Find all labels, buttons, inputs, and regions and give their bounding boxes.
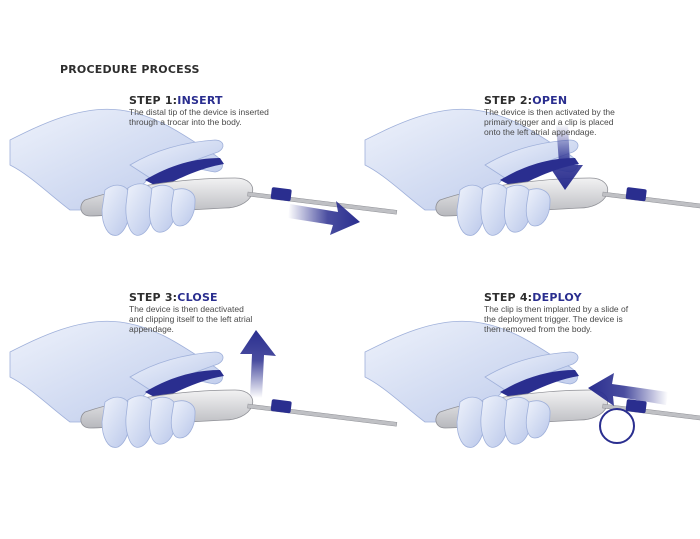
arrow-right-icon <box>288 201 360 235</box>
step-3-line: The device is then deactivated <box>129 304 244 314</box>
step-1-heading: STEP 1:INSERT <box>129 94 223 107</box>
step-2-description: The device is then activated by the prim… <box>484 107 615 137</box>
deployment-highlight-circle <box>599 408 635 444</box>
step-1-number: STEP 1: <box>129 94 178 107</box>
step-3-illustration <box>9 320 398 448</box>
step-4-number: STEP 4: <box>484 291 533 304</box>
step-3-number: STEP 3: <box>129 291 178 304</box>
step-1-line: through a trocar into the body. <box>129 117 242 127</box>
step-4-action: DEPLOY <box>532 291 582 304</box>
step-2-line: The device is then activated by the <box>484 107 615 117</box>
step-3-line: and clipping itself to the left atrial <box>129 314 253 324</box>
step-2-line: primary trigger and a clip is placed <box>484 117 614 127</box>
arrow-left-icon <box>588 373 668 406</box>
step-3-action: CLOSE <box>177 291 218 304</box>
step-4-line: then removed from the body. <box>484 324 593 334</box>
step-1-line: The distal tip of the device is inserted <box>129 107 269 117</box>
step-2-number: STEP 2: <box>484 94 533 107</box>
step-1-action: INSERT <box>177 94 223 107</box>
step-2-heading: STEP 2:OPEN <box>484 94 567 107</box>
step-4-illustration <box>364 320 700 448</box>
step-4-description: The clip is then implanted by a slide of… <box>484 304 628 334</box>
step-2-action: OPEN <box>532 94 568 107</box>
step-3-line: appendage. <box>129 324 174 334</box>
page-title: PROCEDURE PROCESS <box>60 63 200 76</box>
arrow-up-icon <box>240 330 276 398</box>
step-4-heading: STEP 4:DEPLOY <box>484 291 582 304</box>
step-4-line: The clip is then implanted by a slide of <box>484 304 629 314</box>
step-3-description: The device is then deactivated and clipp… <box>129 304 252 334</box>
step-2-line: onto the left atrial appendage. <box>484 127 597 137</box>
arrow-down-icon <box>547 124 583 190</box>
step-3-heading: STEP 3:CLOSE <box>129 291 218 304</box>
step-1-description: The distal tip of the device is inserted… <box>129 107 269 127</box>
step-4-line: the deployment trigger. The device is <box>484 314 623 324</box>
